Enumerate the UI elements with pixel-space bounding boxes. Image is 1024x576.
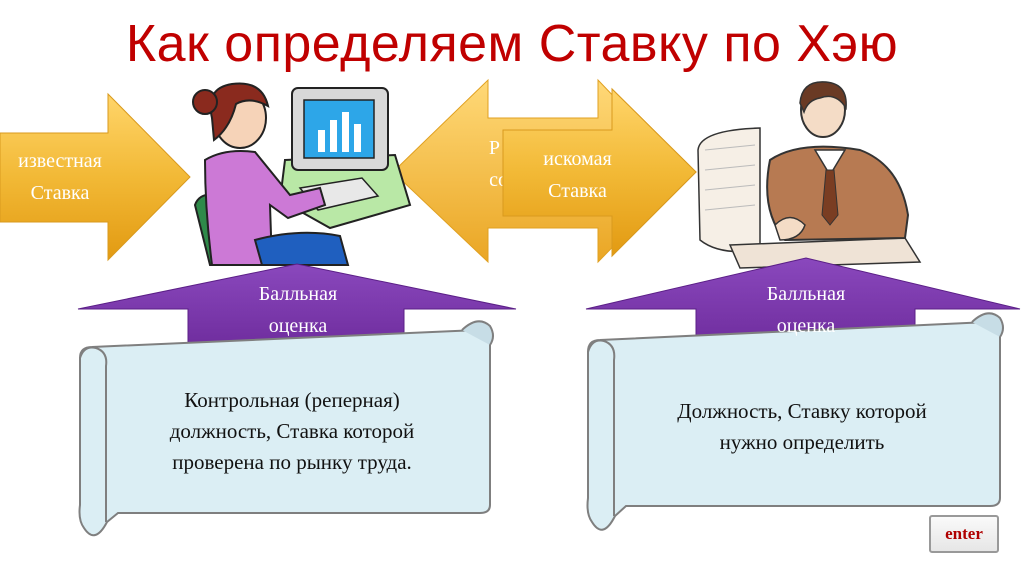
right-arrow-label: искомая Ставка bbox=[515, 143, 640, 207]
enter-button-label: enter bbox=[945, 524, 983, 543]
left-arrow-shape bbox=[0, 92, 191, 262]
left-badge-line2: оценка bbox=[268, 315, 328, 337]
right-badge-line1: Балльная bbox=[766, 283, 846, 305]
center-arrow-line1: Р bbox=[488, 137, 500, 159]
center-arrow-line2: соо bbox=[489, 169, 518, 191]
right-scroll-line2: нужно определить bbox=[719, 430, 885, 454]
left-arrow-line2: Ставка bbox=[30, 182, 90, 204]
left-scroll-text: Контрольная (реперная) должность, Ставка… bbox=[112, 385, 472, 478]
left-badge-label: Балльная оценка bbox=[198, 278, 398, 342]
left-scroll-line1: Контрольная (реперная) bbox=[184, 388, 400, 412]
page-title: Как определяем Ставку по Хэю bbox=[125, 15, 899, 73]
right-scroll-line1: Должность, Ставку которой bbox=[677, 399, 927, 423]
left-scroll bbox=[78, 320, 494, 537]
right-arrow-line1: искомая bbox=[543, 148, 612, 170]
right-arrow-line2: Ставка bbox=[548, 180, 607, 202]
right-badge-line2: оценка bbox=[776, 315, 836, 337]
right-scroll-text: Должность, Ставку которой нужно определи… bbox=[622, 396, 982, 458]
woman-at-computer-icon bbox=[192, 82, 412, 266]
left-scroll-line3: проверена по рынку труда. bbox=[172, 450, 412, 474]
left-badge-line1: Балльная bbox=[258, 283, 338, 305]
left-scroll-line2: должность, Ставка которой bbox=[169, 419, 415, 443]
left-arrow-line1: известная bbox=[18, 150, 102, 172]
businessman-at-desk-icon bbox=[697, 81, 922, 269]
right-badge-label: Балльная оценка bbox=[706, 278, 906, 342]
enter-button[interactable]: enter bbox=[929, 515, 999, 553]
center-arrow-label: Р соо bbox=[458, 132, 518, 196]
right-scroll bbox=[586, 312, 1004, 531]
left-arrow-label: известная Ставка bbox=[0, 145, 120, 209]
